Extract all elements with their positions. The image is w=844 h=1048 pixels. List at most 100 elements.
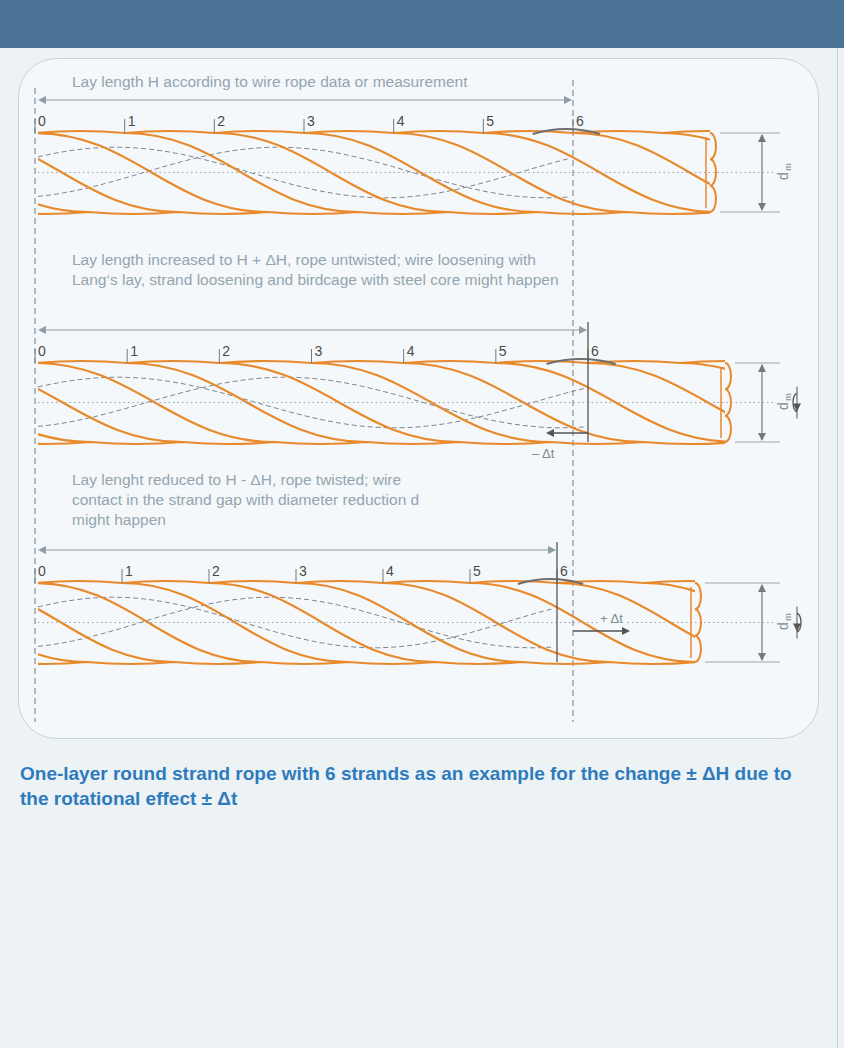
tick-mark xyxy=(573,119,574,133)
centre-line xyxy=(38,622,775,623)
tick-mark xyxy=(304,119,305,133)
tick-mark xyxy=(311,349,312,363)
extension-line xyxy=(720,133,780,134)
tick-mark xyxy=(214,119,215,133)
tick-mark xyxy=(470,569,471,583)
centre-line xyxy=(38,402,775,403)
rope-end xyxy=(695,583,701,662)
rotation-label: + Δt xyxy=(598,611,625,627)
callout-number: 0 xyxy=(38,563,46,579)
callout-number: 5 xyxy=(486,113,494,129)
rotation-axis xyxy=(797,387,798,419)
rope-end xyxy=(720,367,722,438)
callout-number: 1 xyxy=(128,113,136,129)
arrow-head xyxy=(758,364,766,372)
arrow-head xyxy=(546,429,554,437)
arrow-head xyxy=(758,134,766,142)
rope-edge xyxy=(38,131,710,133)
callout-number: 1 xyxy=(125,563,133,579)
rope-edge xyxy=(38,361,725,363)
figure-caption: One-layer round strand rope with 6 stran… xyxy=(20,762,810,811)
callout-number: 3 xyxy=(315,343,323,359)
diameter-subscript: m xyxy=(784,393,793,401)
lay-end-line xyxy=(587,322,588,442)
diameter-symbol: d xyxy=(776,402,790,410)
extension-line xyxy=(735,363,780,364)
arrow-head xyxy=(38,96,46,104)
diameter-subscript: m xyxy=(784,613,793,621)
tick-mark xyxy=(127,349,128,363)
lay-length-arrow xyxy=(40,99,571,100)
rope-body xyxy=(38,361,725,444)
lay-end-line xyxy=(556,542,557,662)
arrow-head xyxy=(758,203,766,211)
header-band xyxy=(0,0,844,48)
arrow-head xyxy=(38,326,46,334)
strand-crest xyxy=(533,129,600,134)
extension-line xyxy=(705,583,780,584)
rope-edge xyxy=(38,442,725,444)
extension-line xyxy=(720,212,780,213)
callout-number: 0 xyxy=(38,113,46,129)
rotation-axis xyxy=(797,607,798,639)
tick-mark xyxy=(124,119,125,133)
diameter-symbol: d xyxy=(776,622,790,630)
diameter-subscript: m xyxy=(784,163,793,171)
rotation-label: – Δt xyxy=(530,446,556,462)
arrow-head xyxy=(38,546,46,554)
arrow-head xyxy=(622,627,630,635)
extension-line xyxy=(735,442,780,443)
arrow-head xyxy=(564,96,572,104)
callout-number: 5 xyxy=(499,343,507,359)
strand xyxy=(557,583,695,662)
tick-mark xyxy=(403,349,404,363)
callout-number: 3 xyxy=(299,563,307,579)
strand xyxy=(38,133,178,212)
lay-length-arrow xyxy=(40,329,586,330)
strand-crest xyxy=(518,579,583,584)
tick-mark xyxy=(35,569,36,583)
reference-line xyxy=(35,88,36,722)
callout-number: 4 xyxy=(407,343,415,359)
tick-mark xyxy=(209,569,210,583)
rope-end xyxy=(725,363,731,442)
lay-length-arrow xyxy=(40,549,555,550)
rope-end xyxy=(705,137,707,208)
tick-mark xyxy=(383,569,384,583)
callout-number: 0 xyxy=(38,343,46,359)
rope-end xyxy=(690,587,692,658)
tick-mark xyxy=(219,349,220,363)
arrow-head xyxy=(758,584,766,592)
arrow-head xyxy=(793,624,801,632)
reference-line xyxy=(573,80,574,722)
dimension-line xyxy=(761,585,762,660)
centre-line xyxy=(38,172,775,173)
rope-end xyxy=(710,133,716,212)
tick-mark xyxy=(35,349,36,363)
diameter-symbol: d xyxy=(776,172,790,180)
tick-mark xyxy=(122,569,123,583)
callout-number: 6 xyxy=(591,343,599,359)
rope-body xyxy=(38,581,695,664)
rope-note: Lay length H according to wire rope data… xyxy=(72,72,592,92)
rotation-arrow xyxy=(573,630,626,631)
callout-number: 2 xyxy=(212,563,220,579)
tick-mark xyxy=(483,119,484,133)
dimension-line xyxy=(761,365,762,440)
extension-line xyxy=(705,662,780,663)
callout-number: 2 xyxy=(222,343,230,359)
callout-number: 4 xyxy=(386,563,394,579)
tick-mark xyxy=(296,569,297,583)
rotation-arrow xyxy=(550,432,588,433)
strand-crest xyxy=(547,359,616,364)
rope-edge xyxy=(38,212,710,214)
callout-number: 1 xyxy=(130,343,138,359)
rope-body xyxy=(38,131,710,214)
dimension-line xyxy=(761,135,762,210)
callout-number: 5 xyxy=(473,563,481,579)
panel-border xyxy=(837,48,838,1048)
rope-edge xyxy=(38,581,695,583)
tick-mark xyxy=(35,119,36,133)
tick-mark xyxy=(495,349,496,363)
